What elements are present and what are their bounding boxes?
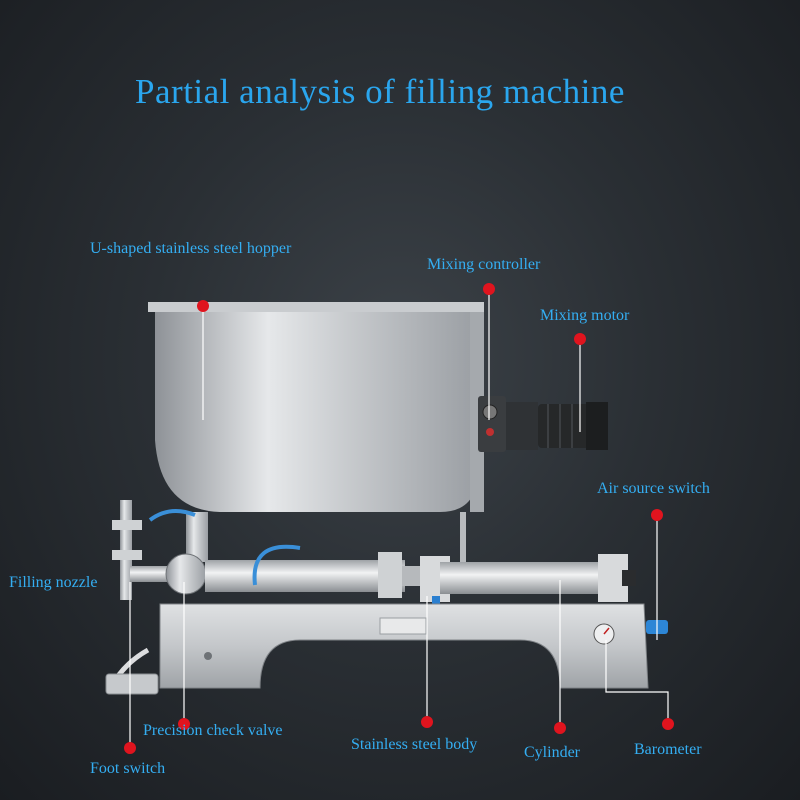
marker-dots: [124, 283, 674, 754]
label-precision-check-valve: Precision check valve: [143, 722, 283, 739]
label-foot-switch: Foot switch: [90, 760, 166, 777]
body-marker: [421, 716, 433, 728]
label-mixing-controller: Mixing controller: [427, 256, 541, 273]
barometer-shape: [593, 623, 615, 645]
pump-cylinder-shape: [205, 544, 420, 598]
air-source-switch-marker: [651, 509, 663, 521]
machine-body-shape: [159, 603, 649, 689]
mixing-motor-shape: [478, 396, 608, 452]
leader-lines: [129, 290, 669, 748]
hopper-marker: [197, 300, 209, 312]
mixing-controller-marker: [483, 283, 495, 295]
barometer-marker: [662, 718, 674, 730]
label-cylinder: Cylinder: [524, 744, 580, 761]
foot-switch-marker: [124, 742, 136, 754]
air-cylinder-shape: [420, 554, 636, 610]
label-air-source-switch: Air source switch: [597, 480, 710, 497]
page-title: Partial analysis of filling machine: [135, 72, 625, 111]
foot-switch-shape: [105, 647, 159, 695]
label-mixing-motor: Mixing motor: [540, 307, 630, 324]
frame-shape: [460, 512, 466, 562]
label-stainless-steel-body: Stainless steel body: [351, 736, 478, 753]
label-hopper: U-shaped stainless steel hopper: [90, 240, 292, 257]
label-barometer: Barometer: [634, 741, 702, 758]
label-filling-nozzle: Filling nozzle: [9, 574, 98, 591]
cylinder-marker: [554, 722, 566, 734]
mixing-motor-marker: [574, 333, 586, 345]
hopper-shape: [148, 302, 484, 512]
check-valve-marker: [178, 718, 190, 730]
